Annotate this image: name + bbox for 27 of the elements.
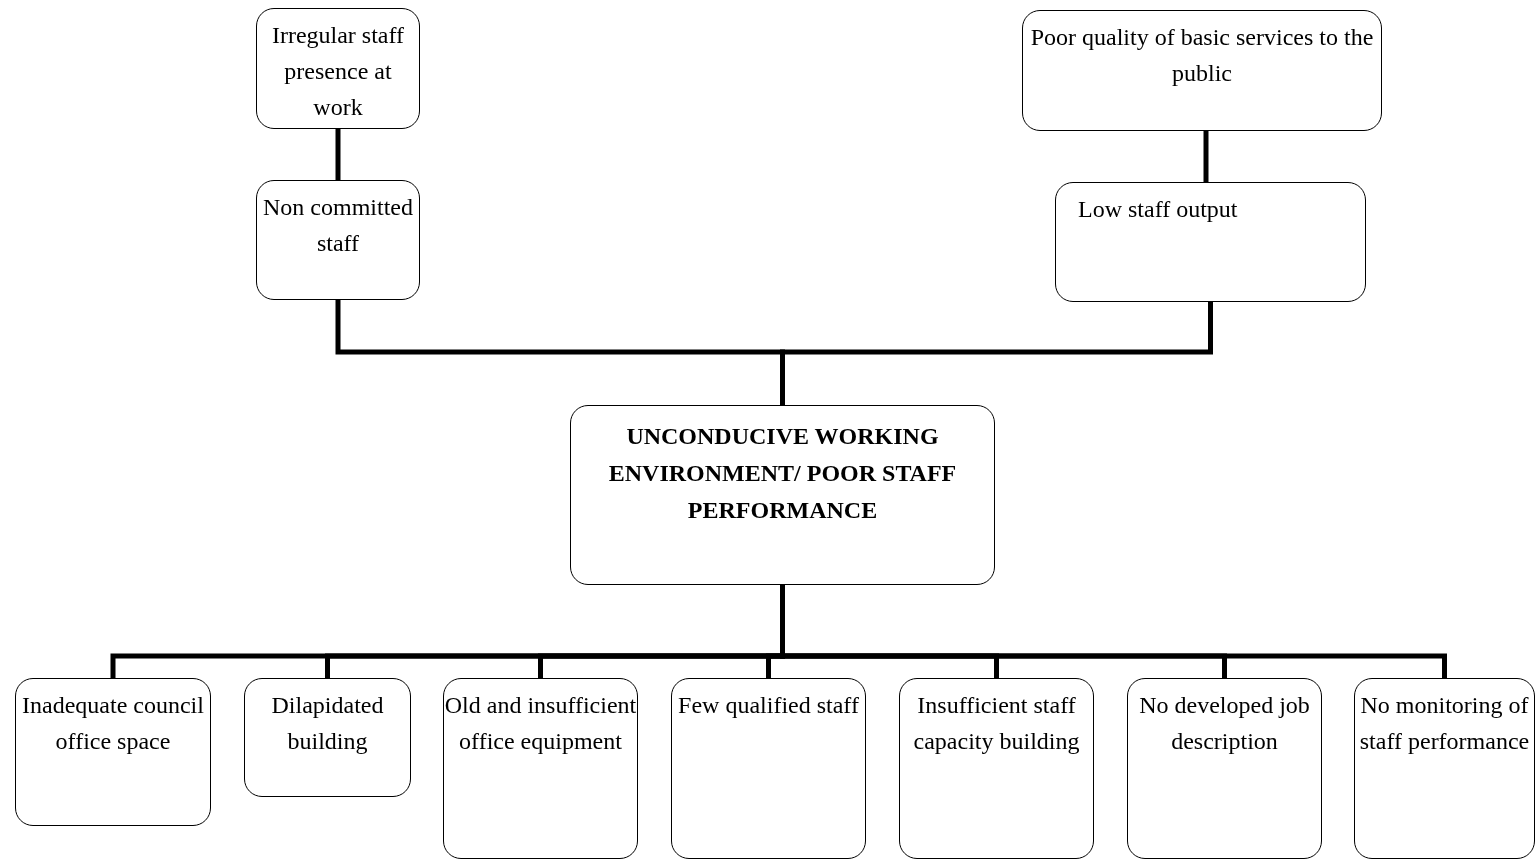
box-text: Old and insufficient office equipment: [444, 691, 637, 756]
problem-box: [1127, 678, 1322, 859]
box-text: No monitoring of staff performance: [1358, 691, 1531, 756]
problem-box: [1055, 182, 1366, 302]
box-text: Inadequate council office space: [21, 691, 205, 756]
core-problem-box: [570, 405, 995, 585]
problem-box: [671, 678, 866, 859]
problem-box: [1022, 10, 1382, 131]
problem-box: [244, 678, 411, 797]
box-text: Dilapidated building: [270, 691, 385, 756]
connector-line: [335, 129, 341, 180]
problem-box: [443, 678, 638, 859]
connector-line: [1203, 131, 1209, 182]
box-text: No developed job description: [1138, 691, 1311, 756]
box-text: Irregular staff presence at work: [270, 21, 406, 122]
box-text: Insufficient staff capacity building: [912, 691, 1081, 756]
problem-box: [899, 678, 1094, 859]
problem-box: [256, 180, 420, 300]
problem-box: [256, 8, 420, 129]
connector-line: [780, 302, 1213, 405]
box-text: Few qualified staff: [677, 691, 860, 720]
box-text: Poor quality of basic services to the public: [1029, 23, 1375, 88]
box-text: Low staff output: [1078, 195, 1239, 224]
box-text: Non committed staff: [262, 193, 414, 258]
box-text: UNCONDUCIVE WORKING ENVIRONMENT/ POOR STAFF PERFORMANCE: [607, 422, 958, 525]
problem-box: [15, 678, 211, 826]
problem-box: [1354, 678, 1535, 859]
